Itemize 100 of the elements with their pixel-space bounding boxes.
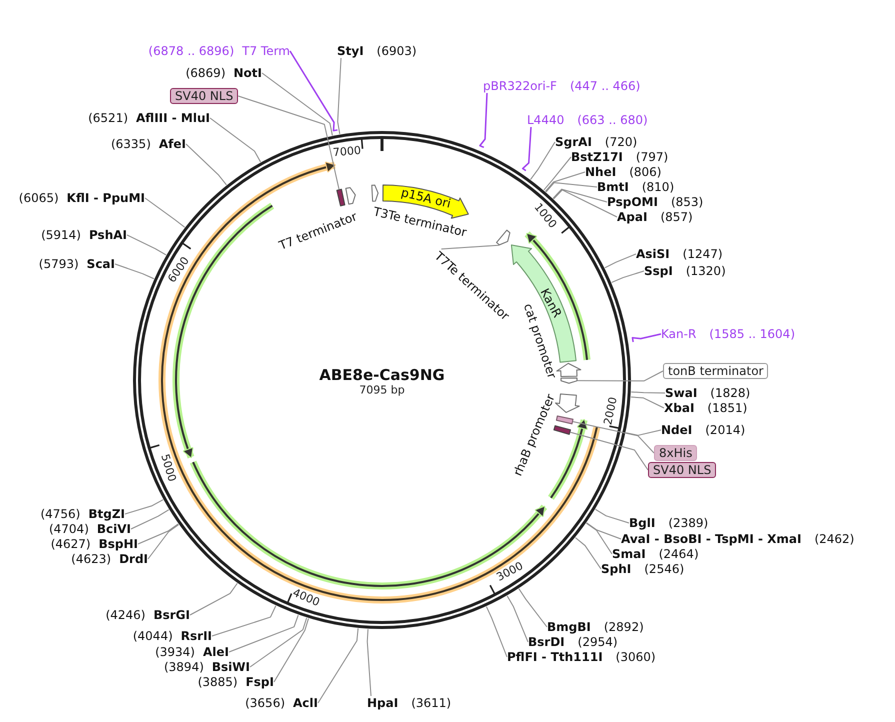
- leader-line: [126, 234, 167, 256]
- site-position: (2462): [814, 532, 854, 546]
- enzyme-name: BmtI: [597, 180, 629, 194]
- enzyme-name: BglI: [629, 516, 656, 530]
- site-position: (4756): [40, 507, 80, 521]
- site-position: (2464): [658, 547, 699, 561]
- site-position: (5793): [38, 257, 79, 271]
- feature-name: p15A ori: [399, 185, 452, 211]
- site-position: (5914): [41, 228, 81, 242]
- leader-line: [611, 270, 644, 283]
- leader-line: [130, 509, 170, 530]
- leader-line: [544, 172, 586, 192]
- leader-line: [274, 618, 309, 682]
- leader-line: [586, 522, 612, 554]
- enzyme-name: PshAI: [88, 228, 127, 242]
- leader-line: [625, 430, 662, 436]
- site-position: (2546): [644, 562, 684, 576]
- site-position: (720): [604, 135, 638, 149]
- enzyme-name: SphI: [601, 562, 632, 576]
- leader-line: [212, 605, 276, 636]
- site-position: (6869): [186, 66, 226, 80]
- site-position: (810): [642, 180, 674, 194]
- site-position: (4704): [48, 522, 89, 536]
- site-position: (4623): [71, 552, 112, 566]
- enzyme-name: FspI: [246, 675, 274, 689]
- site-position: (3885): [198, 675, 238, 689]
- site-position: (6521): [88, 111, 128, 125]
- leader-line: [604, 254, 636, 268]
- scale-number: 4000: [290, 587, 322, 610]
- site-position: (4044): [132, 629, 173, 643]
- primer-range: (6878 .. 6896): [148, 44, 234, 58]
- leader-line: [114, 264, 154, 280]
- primer-name: Kan-R: [661, 327, 696, 341]
- site-position: (1247): [682, 247, 723, 261]
- site-position: (797): [636, 150, 668, 164]
- feature-tag: SV40 NLS: [648, 462, 716, 478]
- enzyme-name: BmgBI: [547, 620, 591, 634]
- site-position: (3894): [164, 660, 204, 674]
- scale-number: 5000: [158, 452, 178, 483]
- leader-line: [440, 244, 500, 250]
- enzyme-name: SwaI: [665, 386, 698, 400]
- plasmid-name: ABE8e-Cas9NG: [319, 366, 445, 384]
- enzyme-name: BtgZI: [88, 507, 125, 521]
- enzyme-name: XbaI: [664, 401, 694, 415]
- leader-line: [318, 628, 359, 704]
- enzyme-name: ScaI: [86, 257, 115, 271]
- enzyme-name: SgrAI: [555, 135, 592, 149]
- site-position: (1851): [707, 401, 748, 415]
- site-position: (1320): [686, 264, 726, 278]
- leader-line: [594, 508, 630, 524]
- leader-line: [210, 118, 262, 163]
- feature-tag: SV40 NLS: [170, 88, 238, 104]
- leader-line: [479, 92, 488, 148]
- enzyme-name: PflFI - Tth111I: [507, 650, 603, 664]
- enzyme-name: NotI: [234, 66, 262, 80]
- enzyme-name: AsiSI: [636, 247, 670, 261]
- leader-line: [262, 72, 333, 136]
- feature-tag: 8xHis: [654, 445, 698, 461]
- leader-line: [238, 96, 340, 190]
- leader-line: [506, 595, 528, 642]
- site-position: (4627): [50, 537, 91, 551]
- site-position: (3656): [245, 696, 286, 710]
- enzyme-name: BsiWI: [212, 660, 250, 674]
- feature-tag: tonB terminator: [663, 363, 768, 379]
- leader-line: [337, 58, 342, 135]
- leader-line: [630, 391, 666, 394]
- site-position: (806): [629, 165, 662, 179]
- enzyme-name: RsrII: [180, 629, 212, 643]
- primer-range: (447 .. 466): [570, 79, 640, 93]
- site-position: (2014): [705, 423, 746, 437]
- leader-line: [190, 582, 238, 616]
- enzyme-name: BspHI: [98, 537, 138, 551]
- site-position: (6065): [18, 191, 59, 205]
- enzyme-name: BsrDI: [528, 635, 565, 649]
- enzyme-name: AfeI: [158, 137, 186, 151]
- primer-range: (663 .. 680): [577, 113, 648, 127]
- scale-number: 7000: [332, 144, 362, 159]
- primer-name: pBR322ori-F: [483, 79, 557, 93]
- leader-line: [518, 588, 548, 628]
- leader-line: [250, 617, 308, 668]
- enzyme-name: DrdI: [119, 552, 148, 566]
- leader-line: [577, 370, 664, 382]
- leader-line: [586, 522, 622, 540]
- enzyme-name: PspOMI: [607, 195, 658, 209]
- site-position: (3060): [616, 650, 656, 664]
- site-position: (857): [660, 210, 693, 224]
- enzyme-name: AflIII - MluI: [136, 111, 210, 125]
- enzyme-name: BstZ17I: [571, 150, 623, 164]
- leader-line: [228, 614, 299, 652]
- primer-name: T7 Term: [242, 44, 290, 58]
- enzyme-name: SspI: [644, 264, 673, 278]
- enzyme-name: SmaI: [612, 547, 646, 561]
- leader-line: [144, 198, 186, 228]
- enzyme-name: NheI: [585, 165, 616, 179]
- leader-line: [553, 189, 618, 218]
- leader-line: [366, 628, 372, 696]
- enzyme-name: HpaI: [367, 696, 398, 710]
- leader-line: [572, 421, 654, 454]
- enzyme-name: AleI: [202, 645, 229, 659]
- primer-name: L4440: [527, 113, 564, 127]
